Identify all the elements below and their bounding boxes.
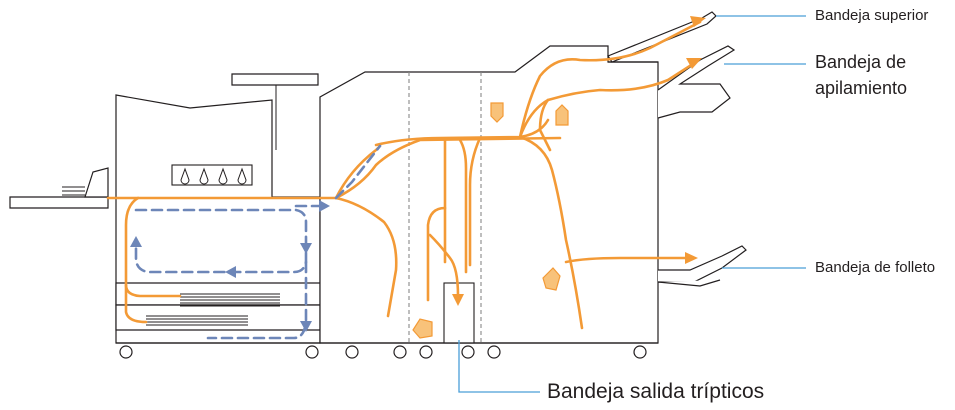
leader-trifold-tray	[458, 340, 540, 393]
ink-drop-icon	[237, 167, 247, 185]
duplex-arrow-down-icon	[300, 243, 312, 254]
label-stacking-tray-line2: apilamiento	[815, 78, 908, 98]
label-top-tray: Bandeja superior	[815, 7, 929, 24]
feed-tray	[9, 196, 109, 209]
cassette-path	[124, 283, 148, 324]
duplex-arrowheads	[130, 200, 330, 332]
scanner-lid	[231, 73, 319, 86]
paper-marker-icon	[542, 267, 561, 291]
arrow-booklet-icon	[685, 252, 698, 264]
label-stacking-tray-line1: Bandeja de	[815, 52, 907, 72]
finisher-body	[319, 45, 659, 344]
printer-unit	[9, 73, 321, 344]
ink-drops	[180, 167, 247, 185]
wheels	[116, 342, 658, 359]
wheel	[419, 345, 433, 359]
paper-paths	[106, 20, 702, 330]
paper-cassette-2	[115, 304, 321, 331]
paper-marker-icon	[412, 318, 433, 339]
duplex-arrow-up-icon	[130, 236, 142, 247]
paper-markers	[412, 102, 569, 339]
stacking-tray	[657, 45, 736, 119]
paper-marker-icon	[555, 104, 569, 126]
stacker-inner-path	[538, 98, 552, 152]
stacker-path	[518, 60, 698, 139]
booklet-exit-path	[564, 256, 692, 264]
finisher-unit	[319, 11, 747, 344]
finisher-branch-up	[334, 136, 562, 200]
ink-drop-icon	[218, 167, 228, 185]
finisher-entry-path	[334, 196, 398, 318]
duplex-arrow-left-icon	[225, 266, 236, 278]
duplex-loop	[134, 208, 308, 274]
bottom-finisher-path	[468, 136, 482, 267]
label-trifold-tray: Bandeja salida trípticos	[547, 380, 765, 403]
top-tray-path	[518, 20, 702, 139]
arrow-stacker-icon	[686, 58, 702, 69]
duplex-arrow-down-icon	[300, 321, 312, 332]
label-booklet-tray: Bandeja de folleto	[815, 259, 936, 276]
trifold-path-1	[458, 138, 468, 274]
wheel	[305, 345, 319, 359]
paper-stack-1	[180, 293, 280, 307]
finisher-branch-main	[334, 144, 382, 200]
ink-drop-icon	[199, 167, 209, 185]
trifold-exit-path	[428, 233, 460, 298]
duplex-path	[134, 144, 382, 340]
paper-marker-icon	[490, 102, 504, 123]
arrow-trifold-icon	[452, 294, 464, 306]
paper-stack-2	[146, 315, 248, 326]
feed-tray-guide	[84, 167, 109, 198]
duplex-return	[206, 260, 308, 340]
section-dividers	[408, 72, 482, 343]
ink-indicator-panel	[171, 164, 253, 186]
ink-drop-icon	[180, 167, 190, 185]
duplex-entry	[334, 144, 382, 200]
trifold-path-3	[426, 206, 447, 302]
wheel	[633, 345, 647, 359]
duplex-arrow-right-icon	[319, 200, 330, 212]
wheel	[119, 345, 133, 359]
booklet-path	[518, 135, 584, 330]
wheel	[345, 345, 359, 359]
booklet-tray	[658, 245, 747, 283]
wheel	[461, 345, 475, 359]
leader-lines	[458, 15, 806, 393]
wheel	[487, 345, 501, 359]
wheel	[393, 345, 407, 359]
paper-arrowheads	[452, 16, 706, 306]
arrow-top-tray-icon	[690, 16, 706, 27]
